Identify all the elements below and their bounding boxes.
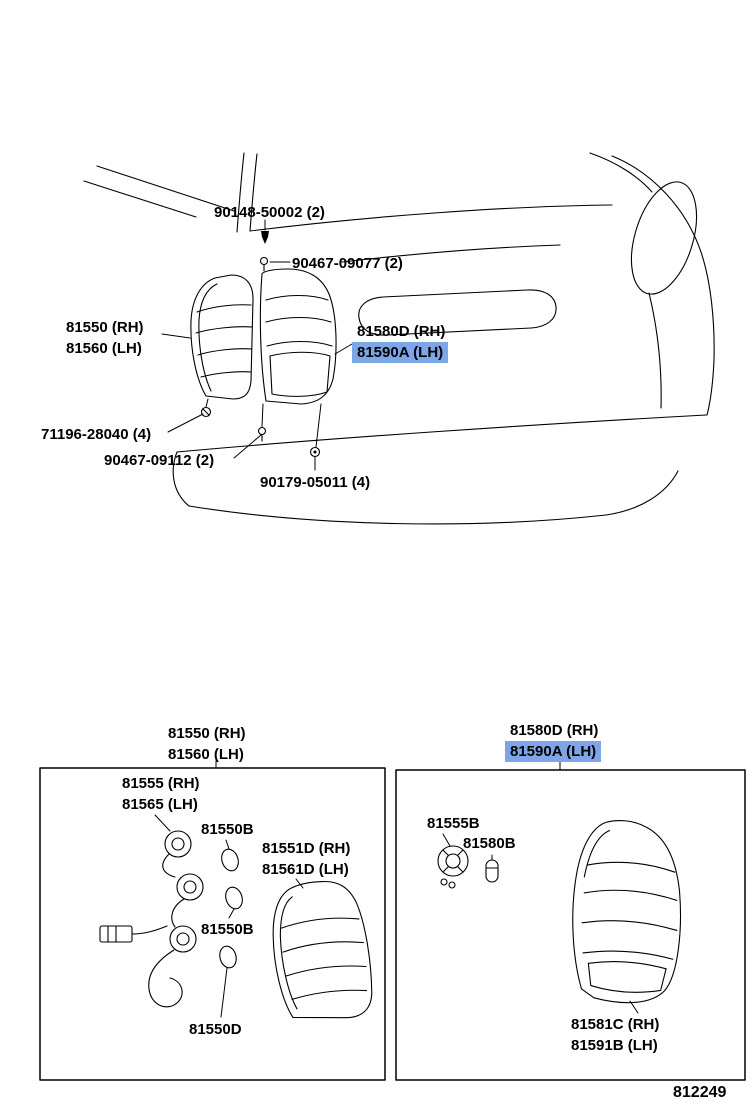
tail-lamp-pair-art xyxy=(190,268,337,405)
part-label-group-81551D-81561D: 81551D (RH) 81561D (LH) xyxy=(262,838,350,880)
leader-lines-top xyxy=(161,219,353,471)
part-label-81591B[interactable]: 81591B (LH) xyxy=(571,1037,658,1054)
part-label-90148-50002[interactable]: 90148-50002 (2) xyxy=(214,204,325,221)
part-label-81551D[interactable]: 81551D (RH) xyxy=(262,840,351,857)
part-label-group-81550-81560: 81550 (RH) 81560 (LH) xyxy=(66,317,144,359)
lamp-art-right xyxy=(572,820,682,1004)
part-label-90467-09112[interactable]: 90467-09112 (2) xyxy=(104,452,215,469)
bulb-art-right xyxy=(485,854,499,883)
lamp-body-leader xyxy=(629,1000,639,1014)
lens-art-left xyxy=(272,880,373,1019)
bolt-icon xyxy=(261,231,269,244)
page-code: 812249 xyxy=(673,1084,727,1101)
part-label-90467-09077[interactable]: 90467-09077 (2) xyxy=(292,255,403,272)
part-label-81590A-highlighted[interactable]: 81590A (LH) xyxy=(352,342,449,363)
clip-icon xyxy=(257,426,267,436)
bulb-icon xyxy=(485,859,499,883)
lens-leader xyxy=(295,878,304,889)
left-box-title-group: 81550 (RH) 81560 (LH) xyxy=(168,723,246,765)
part-label-81560-title[interactable]: 81560 (LH) xyxy=(168,746,244,763)
harness-art xyxy=(99,814,243,1018)
right-box-title-group: 81580D (RH) 81590A (LH) xyxy=(505,720,602,762)
part-label-81580D[interactable]: 81580D (RH) xyxy=(357,323,446,340)
part-label-81580B[interactable]: 81580B xyxy=(463,835,516,852)
part-label-81550B-middle[interactable]: 81550B xyxy=(201,921,254,938)
part-label-71196-28040[interactable]: 71196-28040 (4) xyxy=(41,426,152,443)
bulb-icon xyxy=(219,945,237,969)
clip-icon xyxy=(259,256,269,266)
car-rear-art xyxy=(83,152,715,525)
right-detail-box xyxy=(395,769,746,1081)
part-label-81550-title[interactable]: 81550 (RH) xyxy=(168,725,246,742)
socket-art-right xyxy=(437,833,469,889)
part-label-81581C[interactable]: 81581C (RH) xyxy=(571,1016,660,1033)
part-label-group-81581C-81591B: 81581C (RH) 81591B (LH) xyxy=(571,1014,659,1056)
part-label-81550D[interactable]: 81550D xyxy=(189,1021,242,1038)
left-detail-box xyxy=(39,767,386,1081)
part-label-81555B[interactable]: 81555B xyxy=(427,815,480,832)
part-label-group-81580D-81590A: 81580D (RH) 81590A (LH) xyxy=(352,321,449,363)
part-label-81561D[interactable]: 81561D (LH) xyxy=(262,861,349,878)
bulb-icon xyxy=(225,886,243,910)
part-label-81555[interactable]: 81555 (RH) xyxy=(122,775,200,792)
bulb-icon xyxy=(221,848,239,872)
part-label-81560[interactable]: 81560 (LH) xyxy=(66,340,142,357)
part-label-81590A-title-highlighted[interactable]: 81590A (LH) xyxy=(505,741,602,762)
part-label-81565[interactable]: 81565 (LH) xyxy=(122,796,198,813)
license-garnish-art xyxy=(358,289,557,336)
part-label-81580D-title[interactable]: 81580D (RH) xyxy=(510,722,599,739)
part-label-81550[interactable]: 81550 (RH) xyxy=(66,319,144,336)
part-label-group-81555-81565: 81555 (RH) 81565 (LH) xyxy=(122,773,200,815)
part-label-81550B-upper[interactable]: 81550B xyxy=(201,821,254,838)
part-label-90179-05011[interactable]: 90179-05011 (4) xyxy=(260,474,371,491)
detail-boxes xyxy=(39,760,746,1081)
